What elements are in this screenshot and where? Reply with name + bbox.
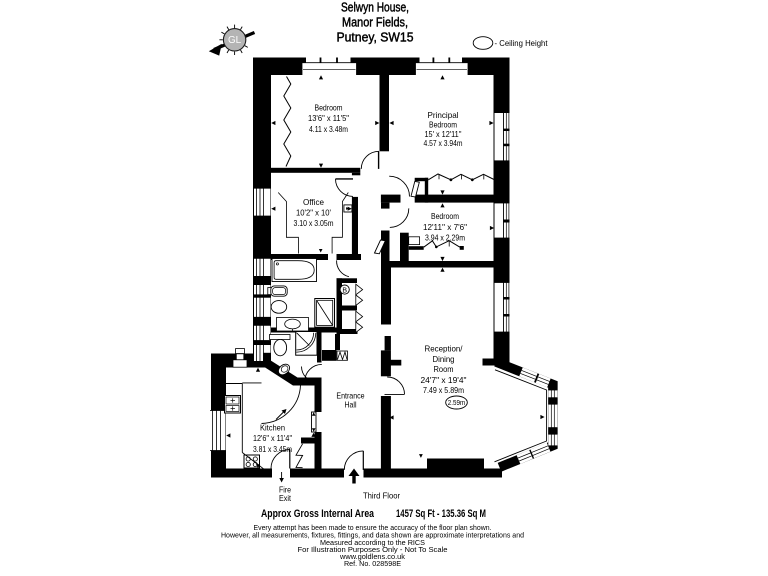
- svg-text:Putney, SW15: Putney, SW15: [337, 30, 414, 45]
- svg-text:- Ceiling Height: - Ceiling Height: [495, 38, 549, 48]
- svg-text:Bedroom: Bedroom: [315, 103, 343, 112]
- svg-text:Manor Fields,: Manor Fields,: [342, 15, 408, 30]
- svg-text:Bedroom: Bedroom: [429, 121, 457, 130]
- svg-text:Reception/: Reception/: [425, 345, 464, 354]
- svg-text:3.10 x 3.05m: 3.10 x 3.05m: [294, 219, 334, 228]
- svg-text:12'11'' x 7'6": 12'11'' x 7'6": [423, 223, 467, 232]
- svg-text:Principal: Principal: [428, 111, 459, 120]
- svg-text:Ref. No. 028598E: Ref. No. 028598E: [344, 561, 401, 568]
- svg-text:3.81 x 3.45m: 3.81 x 3.45m: [253, 445, 292, 454]
- svg-text:www.goldlens.co.uk: www.goldlens.co.uk: [339, 554, 406, 561]
- svg-text:15' x 12'11'': 15' x 12'11'': [425, 130, 462, 139]
- svg-text:For Illustration Purposes Only: For Illustration Purposes Only - Not To …: [298, 547, 448, 554]
- svg-text:Every attempt has been made to: Every attempt has been made to ensure th…: [254, 525, 492, 532]
- svg-text:4.57 x 3.94m: 4.57 x 3.94m: [424, 139, 463, 148]
- svg-text:Approx Gross Internal Area: Approx Gross Internal Area: [261, 508, 375, 520]
- svg-text:12'6" x 11'4": 12'6" x 11'4": [253, 434, 292, 443]
- svg-text:10'2" x 10': 10'2" x 10': [296, 209, 331, 218]
- svg-text:Office: Office: [303, 198, 324, 207]
- svg-text:Selwyn House,: Selwyn House,: [341, 0, 409, 15]
- svg-text:24'7" x 19'4": 24'7" x 19'4": [421, 376, 467, 385]
- svg-text:B: B: [342, 288, 347, 295]
- svg-text:Room: Room: [434, 365, 454, 374]
- svg-text:Dining: Dining: [433, 355, 455, 364]
- svg-text:7.49 x 5.89m: 7.49 x 5.89m: [423, 386, 464, 395]
- svg-text:Kitchen: Kitchen: [260, 424, 285, 433]
- svg-text:Exit: Exit: [279, 494, 292, 503]
- svg-text:Bedroom: Bedroom: [431, 212, 459, 221]
- svg-text:GL: GL: [228, 35, 242, 46]
- svg-text:Hall: Hall: [345, 401, 357, 410]
- svg-text:3.94 x 2.29m: 3.94 x 2.29m: [425, 233, 465, 242]
- svg-text:13'6" x 11'5": 13'6" x 11'5": [308, 114, 349, 123]
- svg-text:Entrance: Entrance: [336, 392, 365, 401]
- svg-text:2.59m: 2.59m: [448, 400, 466, 407]
- svg-text:Fire: Fire: [279, 486, 291, 495]
- svg-text:Measured according to the RICS: Measured according to the RICS: [320, 540, 425, 547]
- svg-text:However, all measurements, fix: However, all measurements, fixtures, fit…: [221, 533, 524, 540]
- svg-text:1457 Sq Ft - 135.36 Sq M: 1457 Sq Ft - 135.36 Sq M: [396, 508, 486, 520]
- svg-text:Third Floor: Third Floor: [363, 491, 400, 501]
- svg-text:4.11 x 3.48m: 4.11 x 3.48m: [309, 125, 348, 134]
